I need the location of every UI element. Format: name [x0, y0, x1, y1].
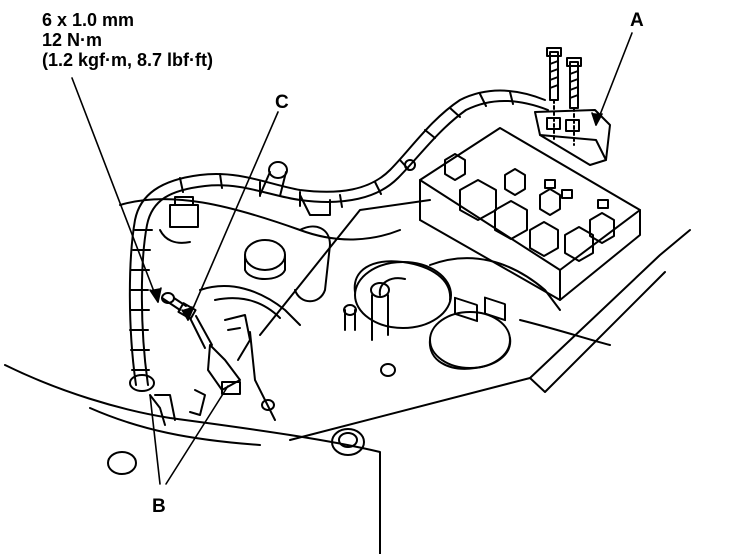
leader-a — [595, 32, 633, 126]
callout-c: C — [275, 92, 289, 113]
leader-b-right — [165, 385, 229, 485]
leader-lines — [71, 32, 633, 485]
leader-spec-arrow — [149, 287, 162, 303]
fuse-relay-box — [419, 127, 641, 323]
torque-nm: 12 N·m — [42, 30, 103, 50]
leader-a-arrow — [591, 112, 603, 126]
callout-a: A — [630, 10, 644, 31]
leader-b-left — [149, 394, 161, 485]
bolt-size: 6 x 1.0 mm — [42, 10, 135, 30]
torque-imperial: (1.2 kgf·m, 8.7 lbf·ft) — [42, 50, 214, 70]
torque-spec-label: 6 x 1.0 mm 12 N·m (1.2 kgf·m, 8.7 lbf·ft… — [42, 10, 213, 70]
harness-bracket-a — [534, 47, 611, 166]
leader-c-arrow — [181, 306, 193, 321]
wire-harness — [128, 89, 549, 392]
body-outline — [4, 198, 691, 554]
leader-c — [187, 111, 279, 321]
callout-b: B — [152, 496, 166, 517]
leader-spec-to-bolt — [71, 77, 159, 303]
engine-components — [107, 159, 611, 475]
ground-terminal — [149, 292, 251, 426]
